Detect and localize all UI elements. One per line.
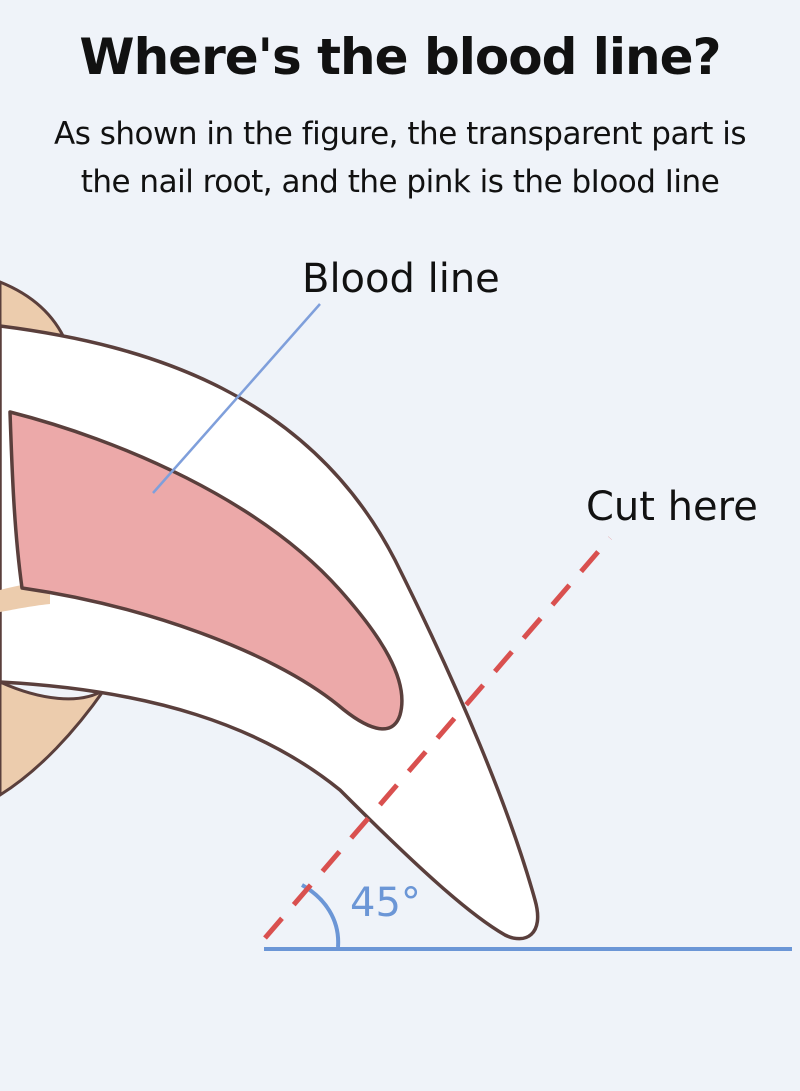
quick-blood-line: [8, 410, 404, 731]
cut-here-label: Cut here: [586, 484, 758, 530]
cut-line: [263, 536, 612, 940]
angle-label: 45°: [350, 880, 421, 926]
page-title: Where's the blood line?: [79, 28, 721, 86]
subtitle: As shown in the figure, the transparent …: [10, 110, 790, 206]
subtitle-line-2: the nail root, and the pink is the bIood…: [80, 164, 720, 200]
angle-arc: [300, 883, 341, 948]
blood-line-label: Blood line: [302, 256, 500, 302]
paw-skin-bottom: [0, 680, 106, 797]
subtitle-line-1: As shown in the figure, the transparent …: [54, 116, 746, 152]
blood-line-pointer: [152, 303, 321, 494]
